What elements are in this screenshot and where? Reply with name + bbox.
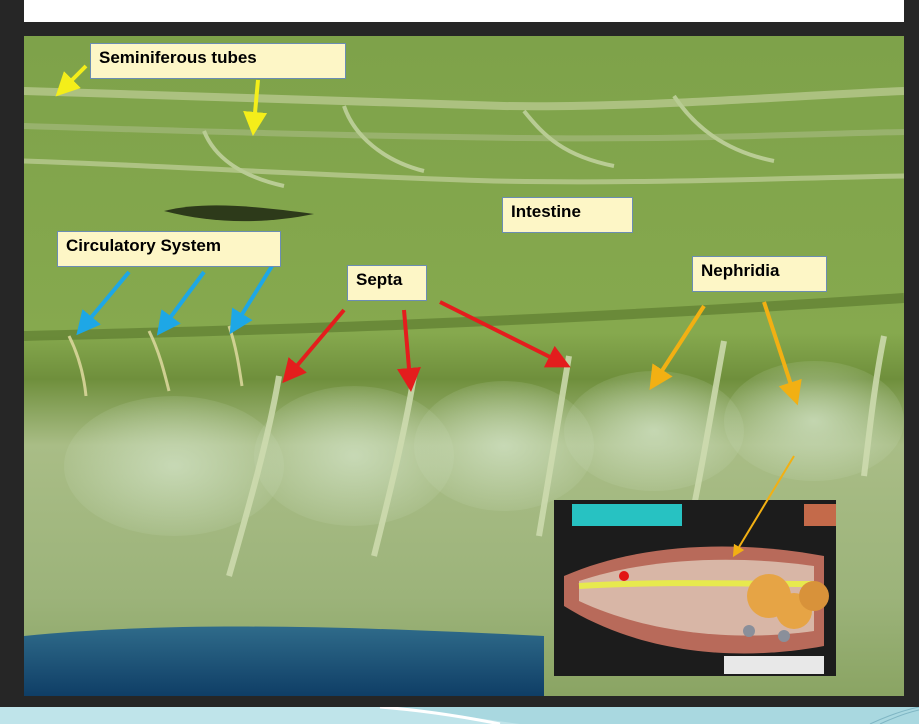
blue-arrow-1	[76, 270, 131, 336]
red-arrow-3	[439, 300, 571, 368]
earthworm-dissection-photo	[24, 36, 904, 696]
nephridia-arrows	[649, 301, 802, 558]
yellow-arrow-2	[243, 79, 268, 136]
orange-arrow-1	[649, 304, 706, 391]
top-white-bar	[24, 0, 904, 22]
intestine-ridge	[24, 293, 904, 341]
label-circulatory-system: Circulatory System	[57, 231, 281, 267]
red-arrow-1	[282, 308, 346, 384]
label-nephridia: Nephridia	[692, 256, 827, 292]
label-intestine: Intestine	[502, 197, 633, 233]
slide-footer-band	[0, 705, 919, 724]
orange-arrow-3	[732, 455, 795, 558]
blue-arrow-2	[156, 270, 206, 336]
label-septa: Septa	[347, 265, 427, 301]
circulatory-arrows	[76, 264, 274, 336]
orange-arrow-2	[762, 301, 802, 406]
dissection-tray	[24, 626, 544, 696]
dissection-image	[24, 36, 904, 696]
footer-swoosh	[0, 705, 919, 724]
label-seminiferous-tubes: Seminiferous tubes	[90, 43, 346, 79]
septa-arrows	[282, 300, 571, 392]
dark-gap	[164, 205, 314, 222]
red-arrow-2	[397, 309, 421, 392]
blue-arrow-3	[229, 264, 274, 335]
septa-walls	[226, 335, 887, 577]
seminiferous-arrows	[55, 64, 268, 136]
yellow-arrow-1	[55, 64, 88, 97]
seminiferous-tubes-region	[24, 87, 904, 188]
earthworm-model-inset	[554, 500, 836, 676]
